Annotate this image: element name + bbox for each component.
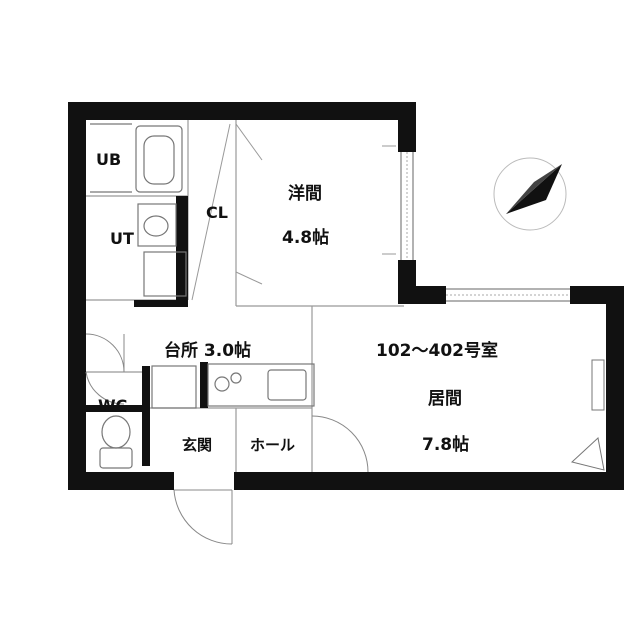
room-label-entrance: 玄関: [182, 436, 213, 454]
north-arrow-icon: [493, 157, 567, 231]
washstand: [137, 203, 187, 297]
closet-door: [191, 123, 396, 301]
room-label-cl: CL: [206, 203, 228, 222]
unit-number-label: 102～402号室: [376, 341, 498, 361]
room-size-living: 7.8帖: [422, 435, 470, 455]
partition-walls: [86, 196, 208, 466]
room-size-western: 4.8帖: [282, 228, 330, 248]
room-label-kitchen: 台所 3.0帖: [164, 341, 252, 361]
bathtub: [90, 123, 183, 193]
room-label-wc: WC: [98, 396, 128, 415]
living-fixtures: [570, 359, 605, 471]
windows: [396, 152, 570, 306]
room-label-living: 居間: [428, 389, 462, 409]
room-label-ut: UT: [110, 229, 134, 248]
room-label-western: 洋間: [288, 184, 322, 204]
inner-walls: [86, 120, 404, 472]
room-label-hall: ホール: [250, 436, 296, 454]
kitchen-counter: [151, 363, 315, 409]
doors: [85, 333, 369, 545]
toilet: [99, 415, 133, 469]
room-label-ub: UB: [96, 150, 122, 169]
